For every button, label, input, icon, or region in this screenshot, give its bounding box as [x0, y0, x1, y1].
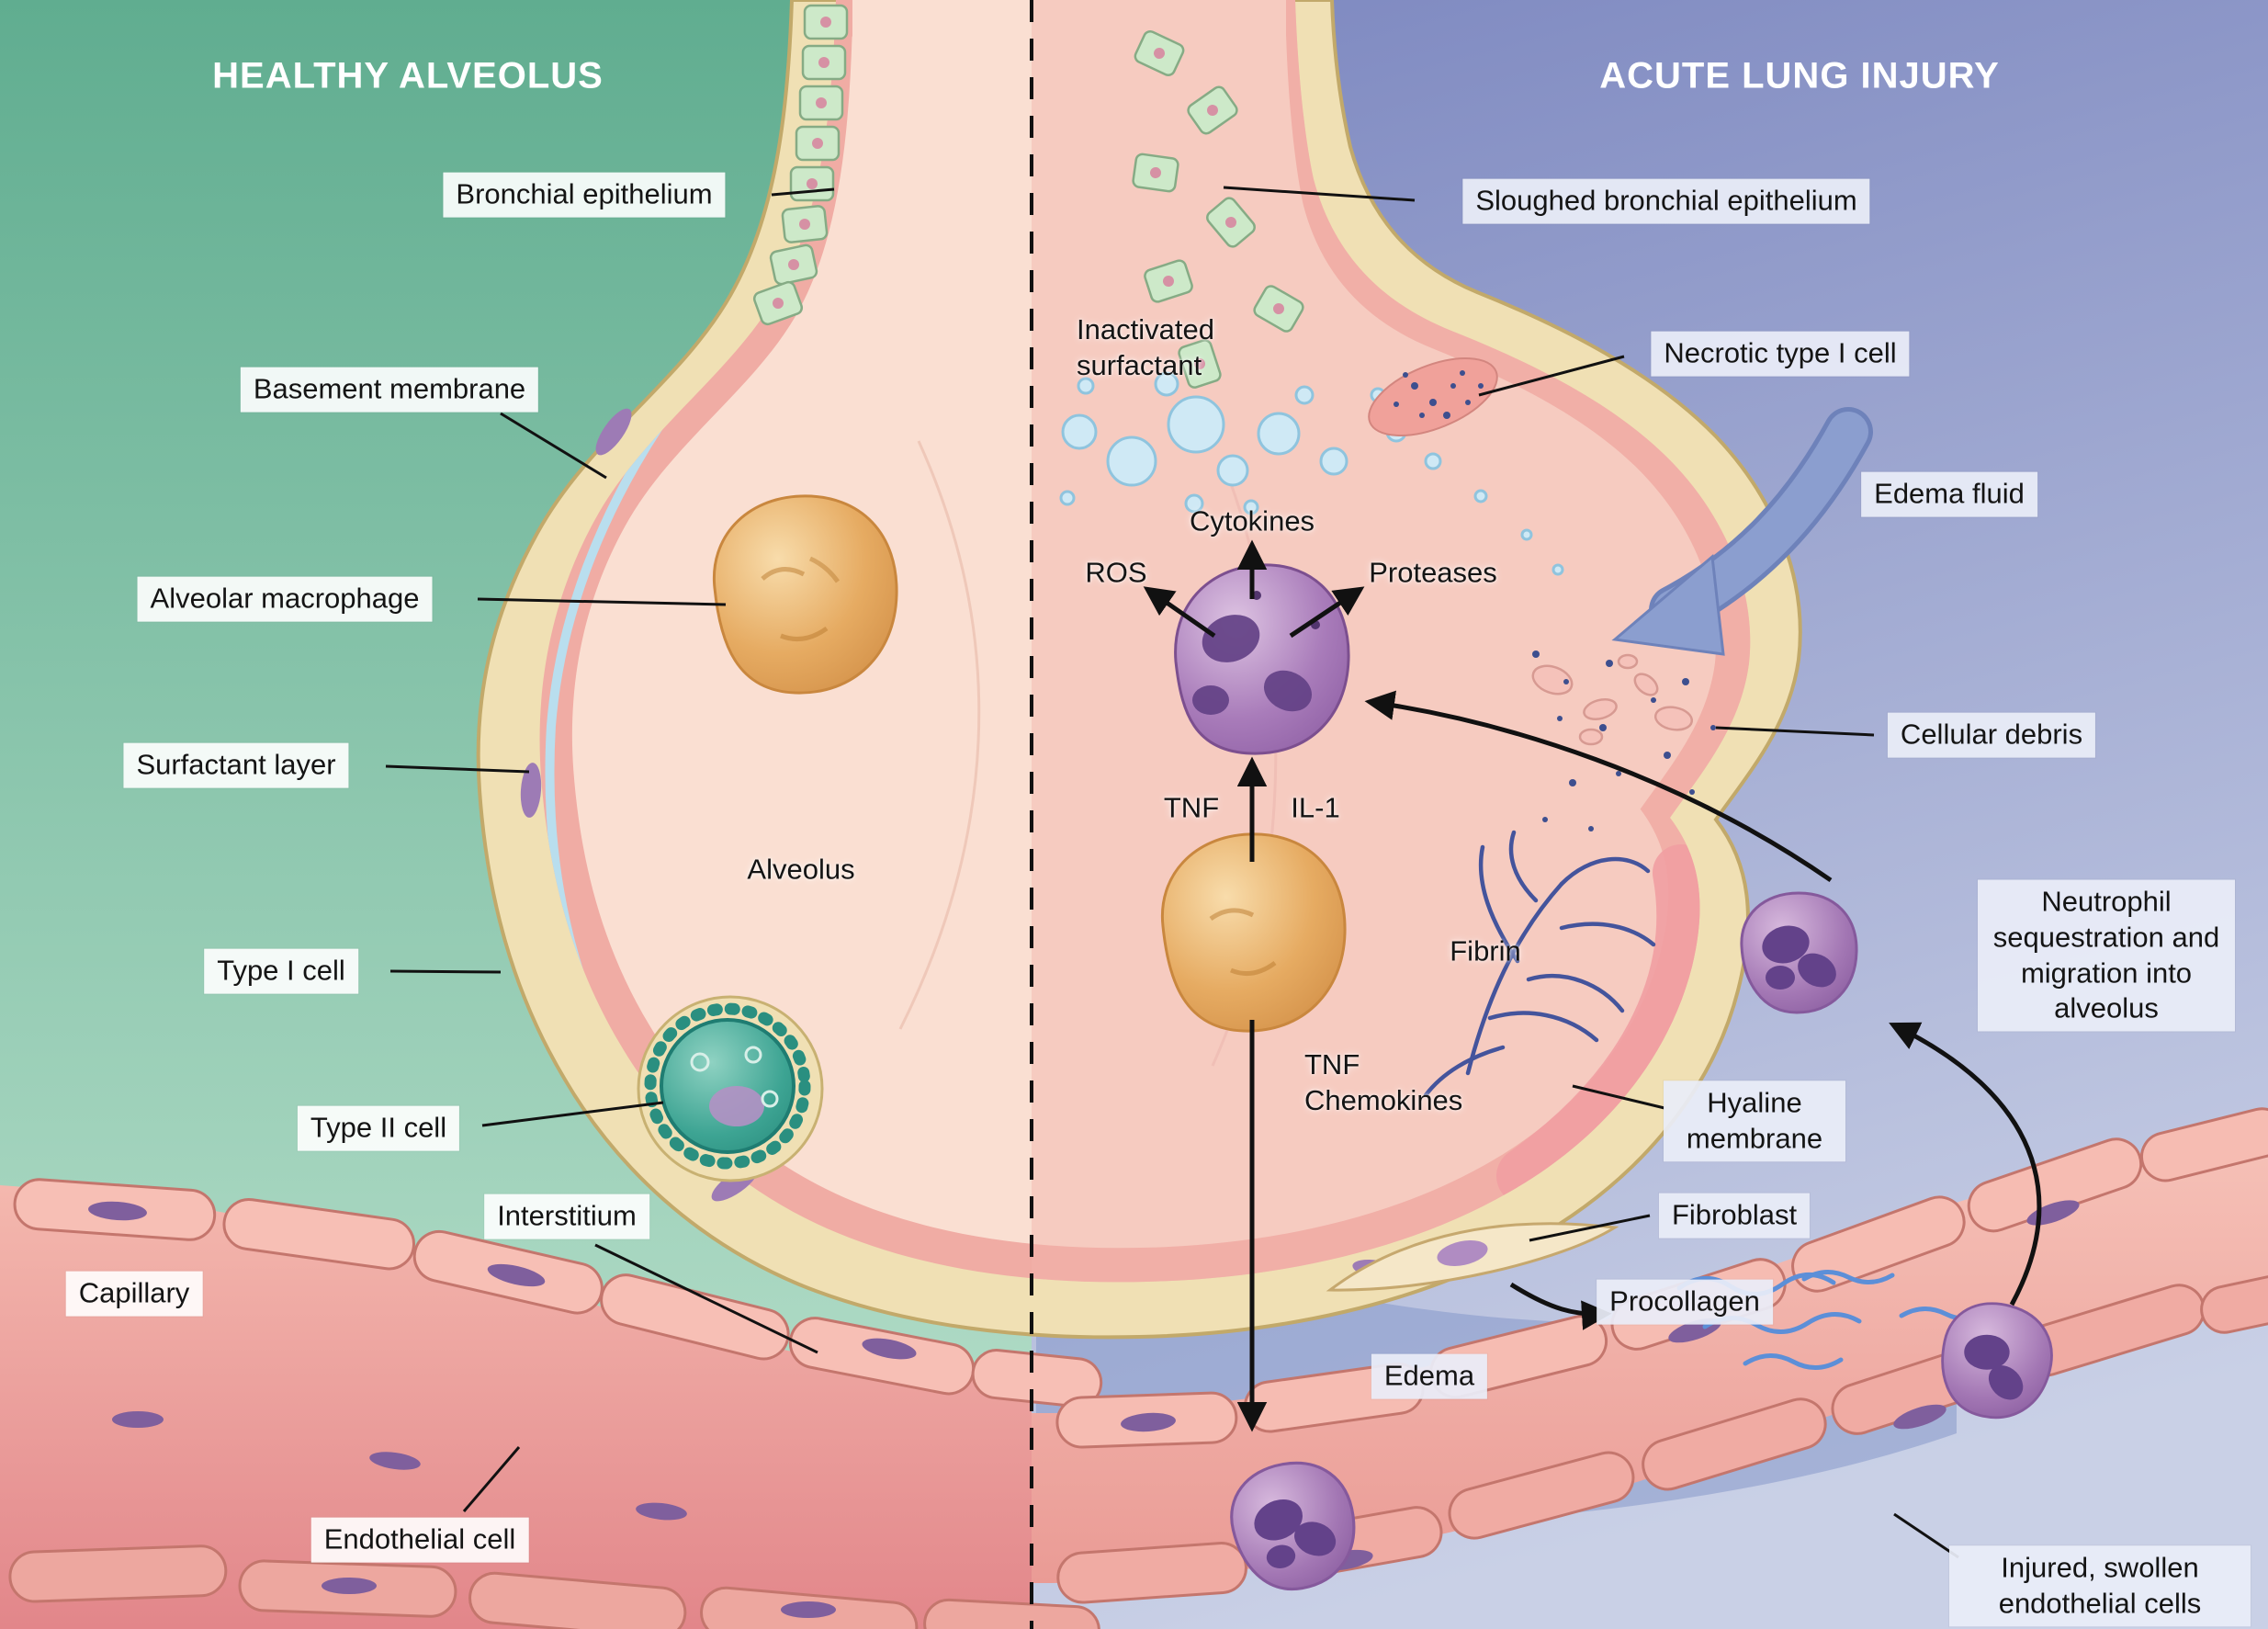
label-sloughed-bronchial-epithelium: Sloughed bronchial epithelium [1462, 178, 1870, 224]
alveolar-macrophage-cell [712, 494, 898, 695]
cellular-debris-cluster [1531, 650, 1716, 831]
label-necrotic-type-i-cell: Necrotic type I cell [1651, 331, 1910, 377]
label-fibroblast: Fibroblast [1658, 1193, 1811, 1239]
endothelial-nucleus [322, 1578, 377, 1594]
fibroblast-cell [1326, 1222, 1619, 1292]
ros-arrow [1143, 586, 1216, 639]
capillary-left [0, 1178, 1103, 1629]
endothelial-nucleus [781, 1601, 836, 1618]
sloughed-epithelium-cells [1132, 30, 1304, 389]
activated-macrophage-cell [1174, 563, 1350, 755]
capillary-right [1032, 1107, 2268, 1604]
procollagen-arrow [1509, 1282, 1612, 1330]
endothelial-cells-left-top [13, 1178, 1103, 1408]
injured-macrophage-cell [1160, 832, 1347, 1033]
neutrophil-bottom [1230, 1461, 1356, 1591]
label-bronchial-epithelium: Bronchial epithelium [443, 172, 726, 218]
label-type-i-cell: Type I cell [204, 948, 358, 994]
migration-into-alveolus-arrow [1364, 690, 1833, 883]
proteases-arrow [1289, 586, 1365, 639]
migration-from-capillary-arrow [1889, 1022, 2042, 1307]
label-ros: ROS [1085, 556, 1147, 589]
neutrophil-sequestered [1740, 891, 1858, 1014]
label-neutrophil-sequestration: Neutrophil sequestration and migration i… [1978, 879, 2235, 1032]
label-surfactant-layer: Surfactant layer [123, 742, 349, 788]
fibrin-strands [1423, 830, 1656, 1098]
label-type-ii-cell: Type II cell [297, 1105, 460, 1151]
label-injured-endothelial-cells: Injured, swollen endothelial cells [1949, 1545, 2251, 1626]
endothelial-nuclei-left [88, 1201, 917, 1521]
label-inactivated-surfactant: Inactivated surfactant [1077, 313, 1214, 381]
label-interstitium: Interstitium [484, 1193, 649, 1239]
neutrophil-in-capillary [1941, 1302, 2053, 1420]
label-cellular-debris: Cellular debris [1887, 712, 2096, 758]
label-hyaline-membrane: Hyaline membrane [1664, 1080, 1845, 1161]
hyaline-membrane-band [1496, 844, 1714, 1205]
label-endothelial-cell: Endothelial cell [310, 1517, 529, 1563]
action-arrows [1143, 539, 2042, 1432]
label-il-1: IL-1 [1291, 791, 1340, 824]
alveolus-structure [476, 0, 1802, 1340]
healthy-alveolus-title: HEALTHY ALVEOLUS [212, 55, 604, 96]
label-basement-membrane: Basement membrane [240, 367, 539, 413]
label-alveolar-macrophage: Alveolar macrophage [137, 576, 433, 622]
label-alveolus: Alveolus [747, 853, 855, 886]
alveolus-interior [571, 36, 1717, 1249]
label-tnf: TNF [1163, 791, 1220, 824]
type2-cell [637, 995, 824, 1182]
injured-macrophage-detail [1209, 908, 1277, 977]
edema-fluid-arrow [1611, 407, 1873, 656]
label-procollagen: Procollagen [1597, 1279, 1773, 1325]
label-proteases: Proteases [1369, 556, 1497, 589]
label-pointer-lines [385, 186, 1959, 1559]
label-fibrin: Fibrin [1450, 934, 1521, 967]
label-capillary: Capillary [65, 1271, 203, 1317]
label-edema-fluid: Edema fluid [1861, 471, 2037, 517]
endothelial-cells-left-bottom [8, 1544, 1100, 1629]
type2-nucleus [709, 1086, 764, 1126]
necrotic-type1-cell [1368, 357, 1498, 436]
label-tnf-chemokines: TNF Chemokines [1304, 1048, 1463, 1116]
interior-crease [898, 440, 981, 1030]
acute-lung-injury-title: ACUTE LUNG INJURY [1599, 55, 2000, 96]
bronchial-epithelium-cells [752, 4, 849, 326]
label-cytokines: Cytokines [1189, 504, 1315, 537]
label-edema: Edema [1371, 1353, 1488, 1399]
